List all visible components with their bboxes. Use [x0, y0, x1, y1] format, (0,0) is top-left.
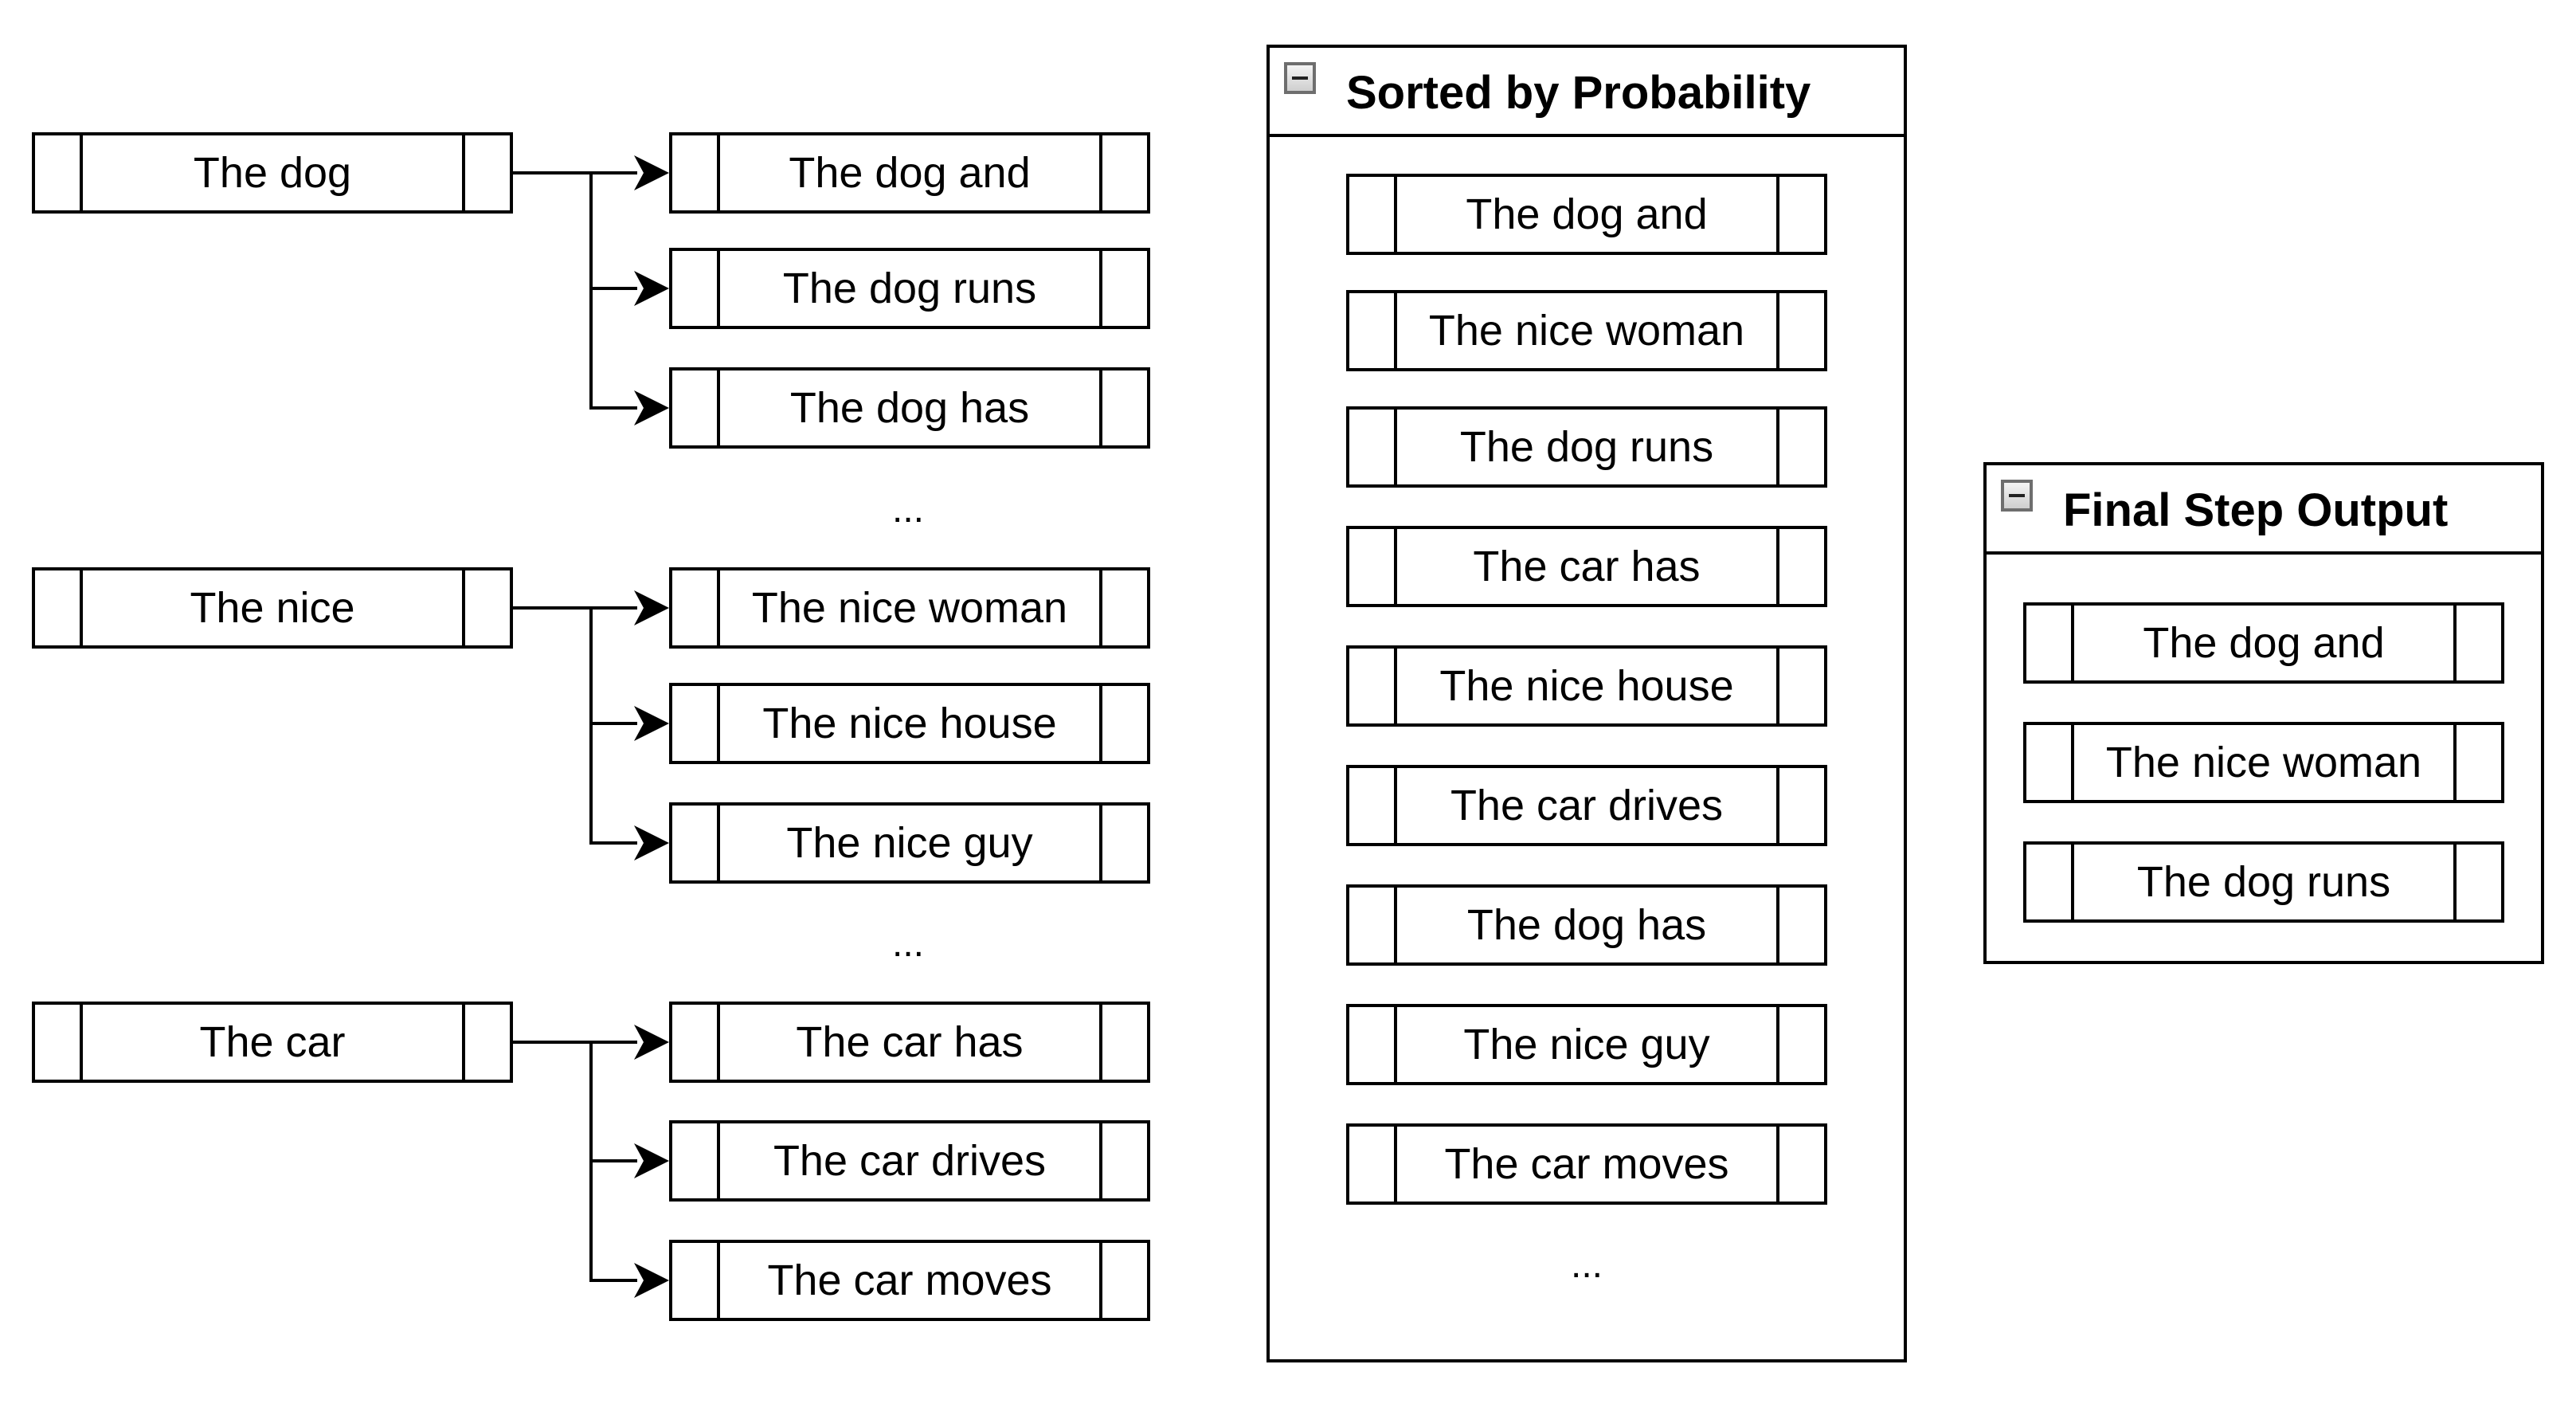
expansion-node: The car drives — [669, 1120, 1150, 1202]
arrowheads-dog — [634, 155, 669, 425]
node-label: The nice house — [762, 700, 1057, 747]
node-label: The dog runs — [2136, 858, 2391, 906]
panel-header: Sorted by Probability — [1270, 48, 1904, 137]
node-label: The car — [199, 1018, 346, 1066]
group-ellipsis: ... — [891, 923, 924, 965]
expansion-node: The car has — [669, 1002, 1150, 1083]
expansion-node: The dog runs — [669, 248, 1150, 329]
source-node-the-nice: The nice — [32, 567, 513, 649]
node-label: The nice — [190, 584, 355, 632]
node-label: The car has — [1473, 543, 1701, 590]
connector-group-car — [513, 1041, 637, 1282]
arrowheads-car — [634, 1025, 669, 1298]
source-node-the-dog: The dog — [32, 132, 513, 214]
sorted-item: The nice house — [1346, 645, 1827, 727]
expansion-node: The car moves — [669, 1240, 1150, 1321]
sorted-item: The nice guy — [1346, 1004, 1827, 1085]
node-label: The nice woman — [1428, 307, 1745, 355]
expansion-node: The nice woman — [669, 567, 1150, 649]
node-label: The dog and — [1466, 190, 1708, 238]
sorted-item: The car drives — [1346, 765, 1827, 846]
sorted-item: The nice woman — [1346, 290, 1827, 371]
expansion-node: The dog has — [669, 367, 1150, 449]
node-label: The dog and — [2143, 619, 2385, 667]
panel-title: Final Step Output — [2063, 484, 2449, 536]
node-label: The dog — [193, 149, 352, 197]
panel-title: Sorted by Probability — [1346, 66, 1811, 119]
connector-group-dog — [513, 171, 637, 410]
node-label: The nice house — [1439, 662, 1734, 710]
node-label: The nice woman — [751, 584, 1068, 632]
arrowheads-nice — [634, 590, 669, 861]
source-node-the-car: The car — [32, 1002, 513, 1083]
collapse-icon[interactable] — [1284, 62, 1316, 94]
expansion-node: The dog and — [669, 132, 1150, 214]
expansion-node: The nice guy — [669, 802, 1150, 884]
node-label: The car moves — [767, 1256, 1052, 1304]
node-label: The nice guy — [1463, 1021, 1710, 1068]
node-label: The dog has — [789, 384, 1030, 432]
node-label: The dog runs — [1459, 423, 1714, 471]
sorted-item: The car has — [1346, 526, 1827, 607]
node-label: The car drives — [773, 1137, 1047, 1185]
final-item: The dog and — [2023, 602, 2504, 684]
connector-group-nice — [513, 606, 637, 845]
collapse-icon[interactable] — [2001, 480, 2033, 512]
node-label: The car moves — [1444, 1140, 1729, 1188]
node-label: The car has — [796, 1018, 1024, 1066]
final-item: The nice woman — [2023, 722, 2504, 803]
sorted-item: The dog runs — [1346, 406, 1827, 488]
node-label: The dog has — [1466, 901, 1707, 949]
sorted-item: The car moves — [1346, 1123, 1827, 1205]
node-label: The nice guy — [786, 819, 1033, 867]
final-item: The dog runs — [2023, 841, 2504, 923]
node-label: The nice woman — [2105, 739, 2422, 786]
sorted-item: The dog has — [1346, 884, 1827, 966]
panel-header: Final Step Output — [1987, 465, 2541, 555]
sorted-by-probability-panel: Sorted by Probability The dog and The ni… — [1266, 45, 1907, 1362]
group-ellipsis: ... — [891, 488, 924, 531]
node-label: The car drives — [1450, 782, 1724, 829]
expansion-node: The nice house — [669, 683, 1150, 764]
sorted-ellipsis: ... — [1570, 1244, 1603, 1286]
sorted-item: The dog and — [1346, 174, 1827, 255]
node-label: The dog runs — [782, 265, 1037, 312]
final-step-output-panel: Final Step Output The dog and The nice w… — [1983, 462, 2544, 964]
node-label: The dog and — [789, 149, 1031, 197]
